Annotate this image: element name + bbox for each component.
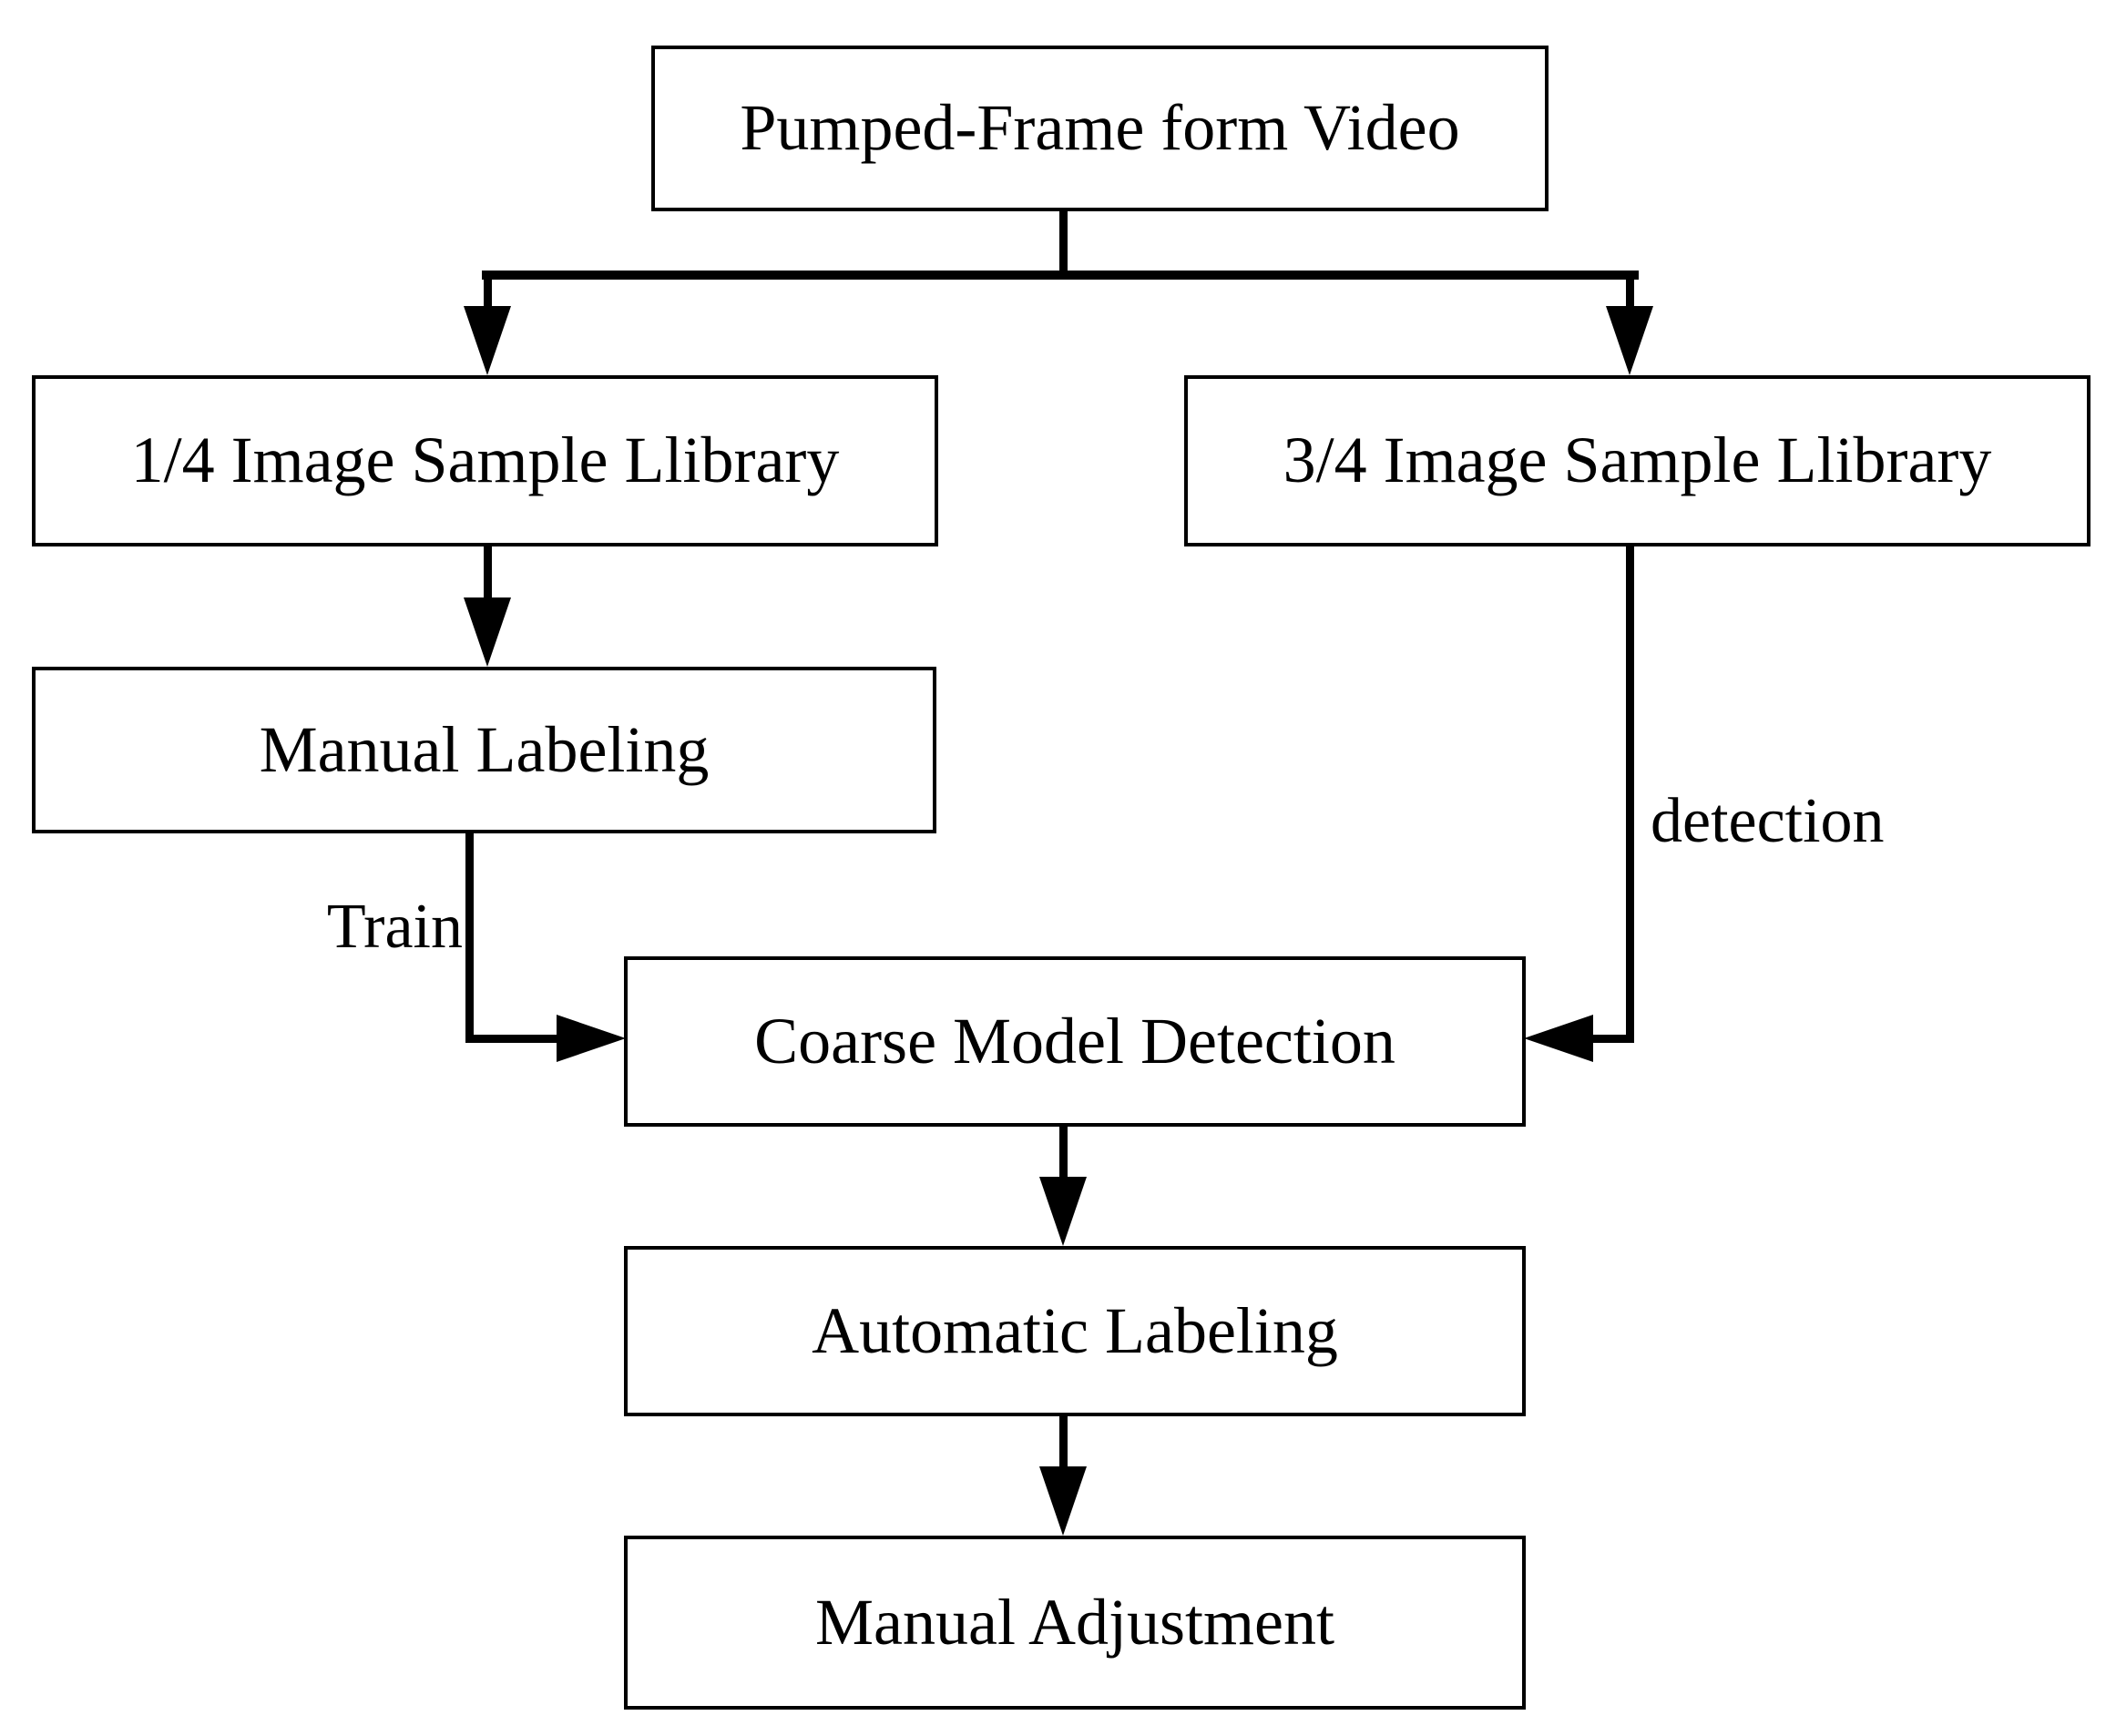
node-label: 3/4 Image Sample Llibrary <box>1283 424 1992 497</box>
node-coarse-model-detection: Coarse Model Detection <box>624 956 1526 1127</box>
arrow-down-icon <box>1039 1177 1087 1246</box>
node-automatic-labeling: Automatic Labeling <box>624 1246 1526 1416</box>
node-manual-labeling: Manual Labeling <box>32 667 936 833</box>
edge-label-detection: detection <box>1651 786 1885 856</box>
connector-detection-vertical <box>1626 545 1634 1043</box>
node-label: 1/4 Image Sample Llibrary <box>130 424 840 497</box>
edge-label-train: Train <box>326 892 463 962</box>
arrow-down-icon <box>464 597 511 667</box>
arrow-left-icon <box>1524 1015 1593 1062</box>
connector-automatic-to-adjustment <box>1059 1416 1068 1469</box>
node-pumped-frame-form-video: Pumped-Frame form Video <box>651 46 1549 211</box>
node-quarter-image-sample-library: 1/4 Image Sample Llibrary <box>32 375 938 546</box>
arrow-down-icon <box>1039 1466 1087 1536</box>
connector-split-bar <box>482 271 1639 280</box>
connector-train-vertical <box>465 832 474 1043</box>
connector-coarse-to-automatic <box>1059 1127 1068 1181</box>
node-label: Pumped-Frame form Video <box>740 91 1460 165</box>
connector-library-to-manual-labeling <box>484 545 492 601</box>
arrow-down-icon <box>1606 306 1653 375</box>
connector-train-horizontal <box>465 1035 558 1043</box>
node-label: Manual Labeling <box>259 712 710 786</box>
connector-top-stub <box>1059 209 1068 275</box>
connector-detection-horizontal <box>1591 1035 1634 1043</box>
arrow-right-icon <box>557 1015 626 1062</box>
node-three-quarter-image-sample-library: 3/4 Image Sample Llibrary <box>1184 375 2090 546</box>
connector-split-left <box>484 273 492 310</box>
arrow-down-icon <box>464 306 511 375</box>
node-label: Manual Adjustment <box>815 1585 1334 1659</box>
node-manual-adjustment: Manual Adjustment <box>624 1536 1526 1710</box>
node-label: Coarse Model Detection <box>754 1004 1395 1077</box>
node-label: Automatic Labeling <box>812 1293 1338 1367</box>
connector-split-right <box>1626 273 1634 310</box>
